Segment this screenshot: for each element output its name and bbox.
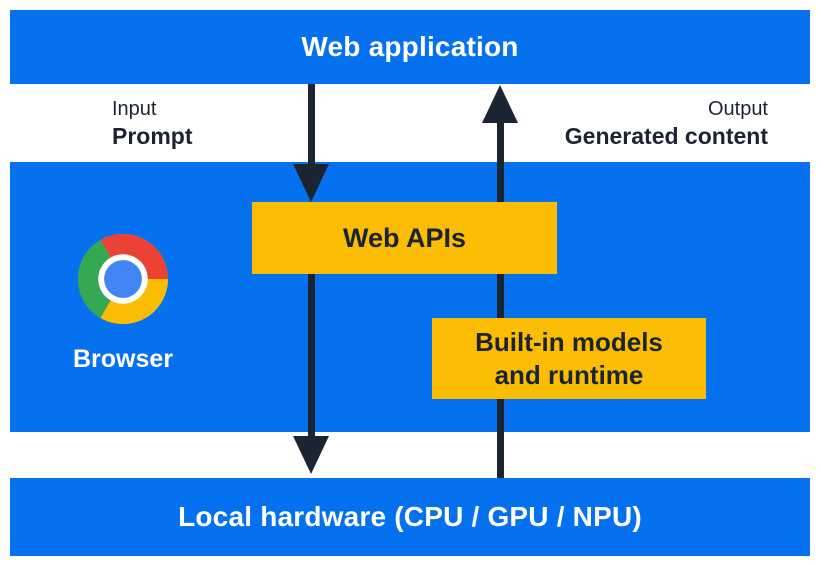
- built-in-models-label-line2: and runtime: [494, 359, 644, 390]
- output-flow-annotation: Output Generated content: [565, 96, 768, 150]
- chrome-icon: [78, 234, 168, 324]
- output-value: Generated content: [564, 123, 768, 149]
- down-arrow-head-upper: [293, 164, 329, 202]
- built-in-models-box: Built-in models and runtime: [432, 318, 706, 399]
- local-hardware-label: Local hardware (CPU / GPU / NPU): [178, 501, 642, 532]
- output-label: Output: [707, 98, 768, 120]
- up-arrow-head: [482, 85, 518, 123]
- up-arrow-shaft: [497, 121, 504, 478]
- web-apis-label: Web APIs: [342, 222, 467, 253]
- down-arrow-head-lower: [293, 436, 329, 474]
- input-flow-annotation: Input Prompt: [112, 96, 193, 150]
- layer-web-application: Web application: [10, 10, 810, 84]
- input-value: Prompt: [112, 123, 193, 149]
- input-label: Input: [112, 98, 157, 120]
- web-apis-box: Web APIs: [252, 202, 557, 274]
- browser-label: Browser: [72, 345, 174, 373]
- down-arrow-shaft-upper: [308, 84, 315, 168]
- web-application-label: Web application: [301, 31, 519, 62]
- built-in-models-label-line1: Built-in models: [475, 326, 663, 357]
- down-arrow-shaft-lower: [308, 274, 315, 440]
- layer-local-hardware: Local hardware (CPU / GPU / NPU): [10, 478, 810, 556]
